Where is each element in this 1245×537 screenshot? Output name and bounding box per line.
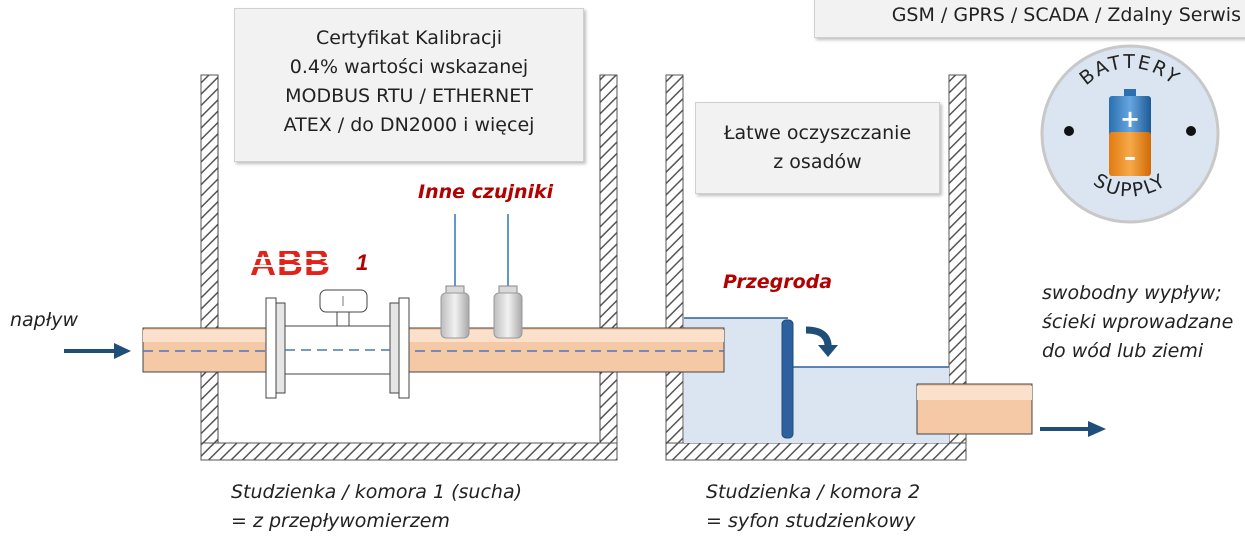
partition-flow-arrow xyxy=(805,326,838,357)
partition-label: Przegroda xyxy=(723,271,833,293)
cleaning-line-2: z osadów xyxy=(773,151,862,173)
chamber-2-caption: Studzienka / komora 2 = syfon studzienko… xyxy=(706,478,920,536)
svg-text:+: + xyxy=(1120,105,1140,133)
badge-dot-left xyxy=(1064,126,1074,136)
certificate-line-4: ATEX / do DN2000 i więcej xyxy=(283,114,535,136)
partition-wall xyxy=(781,319,794,439)
outflow-arrow xyxy=(1040,421,1106,437)
outflow-line-3: do wód lub ziemi xyxy=(1042,340,1204,362)
flowmeter-number: 1 xyxy=(356,250,368,275)
outflow-line-1: swobodny wypływ; xyxy=(1042,282,1222,304)
sensor-1 xyxy=(440,214,470,339)
outflow-label: swobodny wypływ; ścieki wprowadzane do w… xyxy=(1042,279,1233,366)
certificate-line-3: MODBUS RTU / ETHERNET xyxy=(285,85,533,107)
badge-dot-right xyxy=(1186,126,1196,136)
certificate-box: Certyfikat Kalibracji 0.4% wartości wska… xyxy=(234,8,584,162)
chamber-1-caption: Studzienka / komora 1 (sucha) = z przepł… xyxy=(231,478,522,536)
inflow-pipe xyxy=(142,327,725,373)
chamber-1-caption-line-1: Studzienka / komora 1 (sucha) xyxy=(231,481,523,503)
battery-icon: + – xyxy=(1109,89,1151,176)
abb-logo: ABB xyxy=(250,242,331,283)
cleaning-box: Łatwe oczyszczanie z osadów xyxy=(695,102,940,194)
inflow-label: napływ xyxy=(10,309,78,331)
sensors-label: Inne czujniki xyxy=(418,181,554,203)
chamber-1-caption-line-2: = z przepływomierzem xyxy=(231,510,450,532)
certificate-line-2: 0.4% wartości wskazanej xyxy=(289,56,529,78)
sensor-2 xyxy=(493,214,523,339)
battery-supply-badge: BATTERY SUPPLY + – xyxy=(1040,44,1220,224)
remote-service-text: GSM / GPRS / SCADA / Zdalny Serwis xyxy=(891,4,1241,26)
remote-service-box: GSM / GPRS / SCADA / Zdalny Serwis xyxy=(814,0,1245,38)
inflow-arrow xyxy=(64,343,131,359)
flowmeter xyxy=(265,289,410,399)
outflow-line-2: ścieki wprowadzane xyxy=(1042,311,1234,333)
svg-text:–: – xyxy=(1124,143,1136,171)
chamber-2-caption-line-2: = syfon studzienkowy xyxy=(706,510,916,532)
svg-text:ABB: ABB xyxy=(250,242,331,283)
outflow-pipe xyxy=(916,383,1033,435)
chamber-2-caption-line-1: Studzienka / komora 2 xyxy=(706,481,921,503)
certificate-line-1: Certyfikat Kalibracji xyxy=(315,27,503,49)
cleaning-line-1: Łatwe oczyszczanie xyxy=(723,122,912,144)
